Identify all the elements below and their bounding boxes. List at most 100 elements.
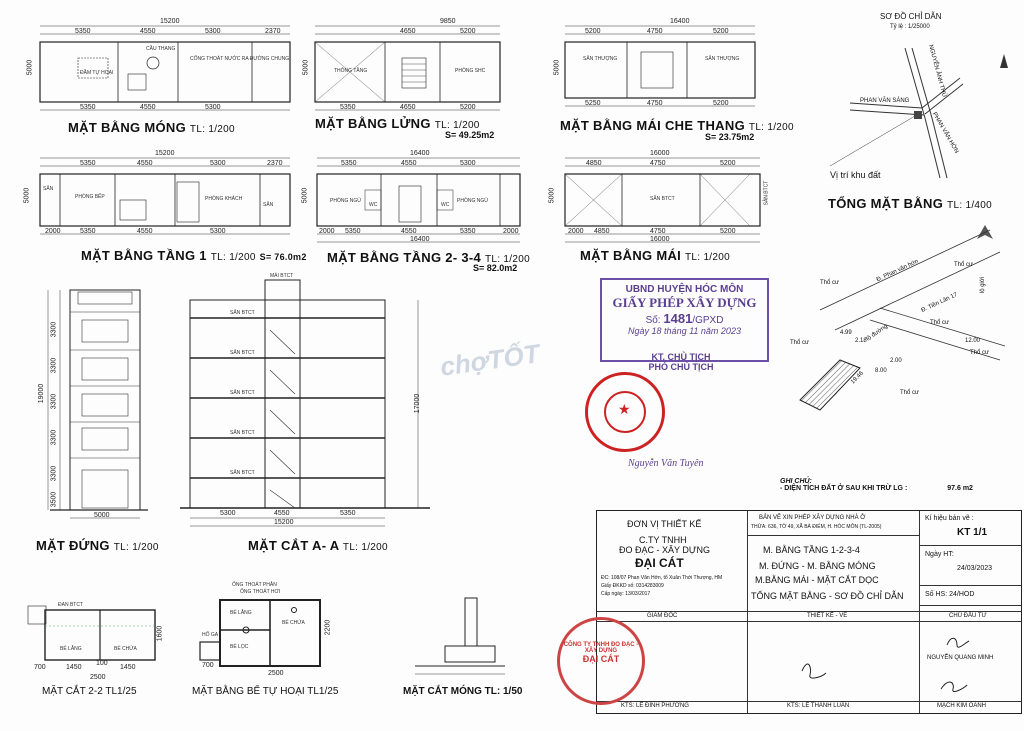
section-aa-drawing (180, 279, 430, 527)
permit-signatory: KT. CHỦ TỊCH PHÓ CHỦ TỊCH (626, 352, 736, 372)
company-name: ĐẠI CÁT (635, 556, 684, 570)
plan-floor234-dim-side: 5000 (301, 187, 309, 204)
company-line2: ĐO ĐẠC - XÂY DỰNG (619, 545, 711, 555)
location-map-scale: Tỷ lệ : 1/25000 (890, 24, 930, 30)
plan-floor234-dim: 4550 (401, 228, 417, 235)
section-22-dim: 1450 (120, 664, 136, 671)
section-dim-total: 15200 (274, 519, 294, 526)
owner-name: MẠCH KIM OANH (937, 703, 987, 709)
plan-floor1-title: MẶT BẰNG TẦNG 1 TL: 1/200 S= 76.0m2 (81, 248, 307, 263)
plan-mezzanine: 9850 4650 5200 5000 THÔNG TẦNG PHÒNG SHC… (300, 18, 530, 148)
plan-floor234-dim: 5350 (345, 228, 361, 235)
plan-stair-roof-dim: 5200 (713, 28, 729, 35)
date-label: Ngày HT: (925, 551, 954, 558)
owner-label: CHỦ ĐẦU TƯ (949, 613, 987, 619)
section-label: SÂN BTCT (230, 430, 255, 436)
note: GHI CHÚ: - DIỆN TÍCH ĐẤT Ở SAU KHI TRỪ L… (780, 478, 1020, 492)
plan-floor1-dim: 2370 (267, 160, 283, 167)
room-label: THÔNG TẦNG (334, 68, 368, 74)
room-label: SÂN (43, 186, 54, 192)
plan-roof-drawing (564, 157, 761, 243)
plan-mezzanine-title: MẶT BẰNG LỬNG TL: 1/200 (315, 116, 480, 131)
section-dim: 4550 (274, 510, 290, 517)
site-label: Thổ cư (790, 340, 810, 346)
septic-title: MẶT BẰNG BỂ TỰ HOẠI TL1/25 (192, 686, 339, 697)
room-label: SÂN THƯỢNG (705, 56, 740, 62)
foundation-section: MẶT CẮT MÓNG TL: 1/50 (395, 592, 535, 702)
permit-kt: KT. CHỦ TỊCH (651, 352, 711, 362)
seal-name: ĐẠI CÁT (582, 654, 620, 664)
permit-title: GIẤY PHÉP XÂY DỰNG (612, 295, 757, 310)
septic-dim-height: 2200 (324, 619, 332, 636)
plan-foundation-dim: 2370 (265, 28, 281, 35)
permit-number: Số: 1481/GPXD (645, 311, 724, 326)
septic-label: BỂ LẮNG (230, 610, 252, 616)
contents-line: M. ĐỨNG - M. BẰNG MÓNG (759, 561, 876, 571)
plan-floor234-dim: 2000 (503, 228, 519, 235)
plan-foundation-dim: 5350 (75, 28, 91, 35)
elevation-dim-floor: 3500 (50, 491, 58, 508)
septic-plan-drawing (199, 599, 321, 667)
elevation-dim-floor: 3300 (50, 321, 58, 338)
plan-floor1: 15200 5350 4550 5300 2370 SÂN PHÒNG BẾP … (15, 150, 307, 270)
contents-line: M. BẰNG TẦNG 1-2-3-4 (763, 545, 860, 555)
contents-line: M.BẰNG MÁI - MẶT CẮT DỌC (755, 575, 879, 585)
plan-floor1-drawing (39, 157, 291, 235)
site-label: Thổ cư (820, 280, 840, 286)
designer-label: ĐƠN VỊ THIẾT KẾ (627, 519, 702, 529)
elevation-dim-width: 5000 (94, 512, 110, 519)
project-address: THỬA: 636, TỜ 49, XÃ BÀ ĐIỂM, H. HÓC MÔN… (751, 524, 882, 530)
plan-roof-dim: 4750 (650, 228, 666, 235)
site-dim: 12.00 (965, 338, 981, 344)
plan-floor1-dim: 2000 (45, 228, 61, 235)
plan-roof-dim: 4850 (586, 160, 602, 167)
section-label: MÁI BTCT (270, 273, 294, 279)
elevation-drawing (47, 289, 148, 519)
section-label: SÂN BTCT (230, 470, 255, 476)
location-map-title: SƠ ĐỒ CHỈ DẪN (880, 12, 942, 21)
plan-floor1-dim-total: 15200 (155, 150, 175, 157)
septic-label: HỐ GA (202, 632, 219, 638)
plan-foundation-drawing (39, 25, 291, 111)
section-22-dim: 700 (34, 664, 46, 671)
section-22-dim: 1450 (66, 664, 82, 671)
site-location-note: Vị trí khu đất (830, 170, 881, 180)
elevation-dim-floor: 3300 (50, 357, 58, 374)
owner-name: NGUYỄN QUANG MINH (927, 655, 994, 661)
plan-roof-dim: 5200 (720, 228, 736, 235)
plan-mezzanine-dim: 4650 (400, 104, 416, 111)
plan-stair-roof: 16400 5200 4750 5200 SÂN THƯỢNG SÂN THƯỢ… (553, 18, 795, 148)
plan-stair-roof-dim: 5250 (585, 100, 601, 107)
section-dim-height: 17000 (414, 393, 422, 414)
septic-label: BỂ CHỨA (282, 620, 305, 626)
septic-dim-total: 2500 (268, 670, 284, 677)
elevation-title: MẶT ĐỨNG TL: 1/200 (36, 538, 159, 553)
elevation-dim-total: 19000 (38, 383, 46, 404)
section-dim: 5350 (340, 510, 356, 517)
elevation-dim-floor: 3300 (50, 393, 58, 410)
plan-stair-roof-dim: 5200 (713, 100, 729, 107)
section-22-dim-height: 1600 (156, 625, 164, 642)
room-label: PHÒNG BẾP (75, 194, 105, 200)
room-label: SÂN BTCT (763, 180, 770, 206)
plan-stair-roof-dim: 4750 (647, 28, 663, 35)
site-label: Thổ cư (954, 262, 974, 268)
site-dim: 4.99 (840, 330, 852, 336)
sheet-code: KT 1/1 (957, 527, 988, 538)
site-dim: 2.00 (890, 358, 902, 364)
plan-mezzanine-dim-total: 9850 (440, 18, 456, 25)
plan-roof-dim-total: 16000 (650, 150, 670, 157)
plan-stair-roof-drawing (564, 25, 756, 107)
foundation-section-drawing (415, 597, 505, 675)
road-label: lộ giới (980, 276, 987, 294)
plan-floor234-title: MẶT BẰNG TẦNG 2- 3-4 TL: 1/200 (327, 250, 530, 265)
signatures (801, 637, 970, 692)
section-22-label: ĐAN BTCT (58, 602, 83, 608)
plan-floor234-dim: 5350 (341, 160, 357, 167)
contents-line: TỔNG MẶT BẰNG - SƠ ĐỒ CHỈ DẪN (751, 591, 904, 601)
plan-roof-dim-side: 5000 (548, 187, 556, 204)
section-aa: SÂN BTCT SÂN BTCT SÂN BTCT SÂN BTCT SÂN … (170, 270, 440, 555)
plan-roof-dim: 5200 (720, 160, 736, 167)
director-label: GIÁM ĐỐC (647, 613, 678, 619)
